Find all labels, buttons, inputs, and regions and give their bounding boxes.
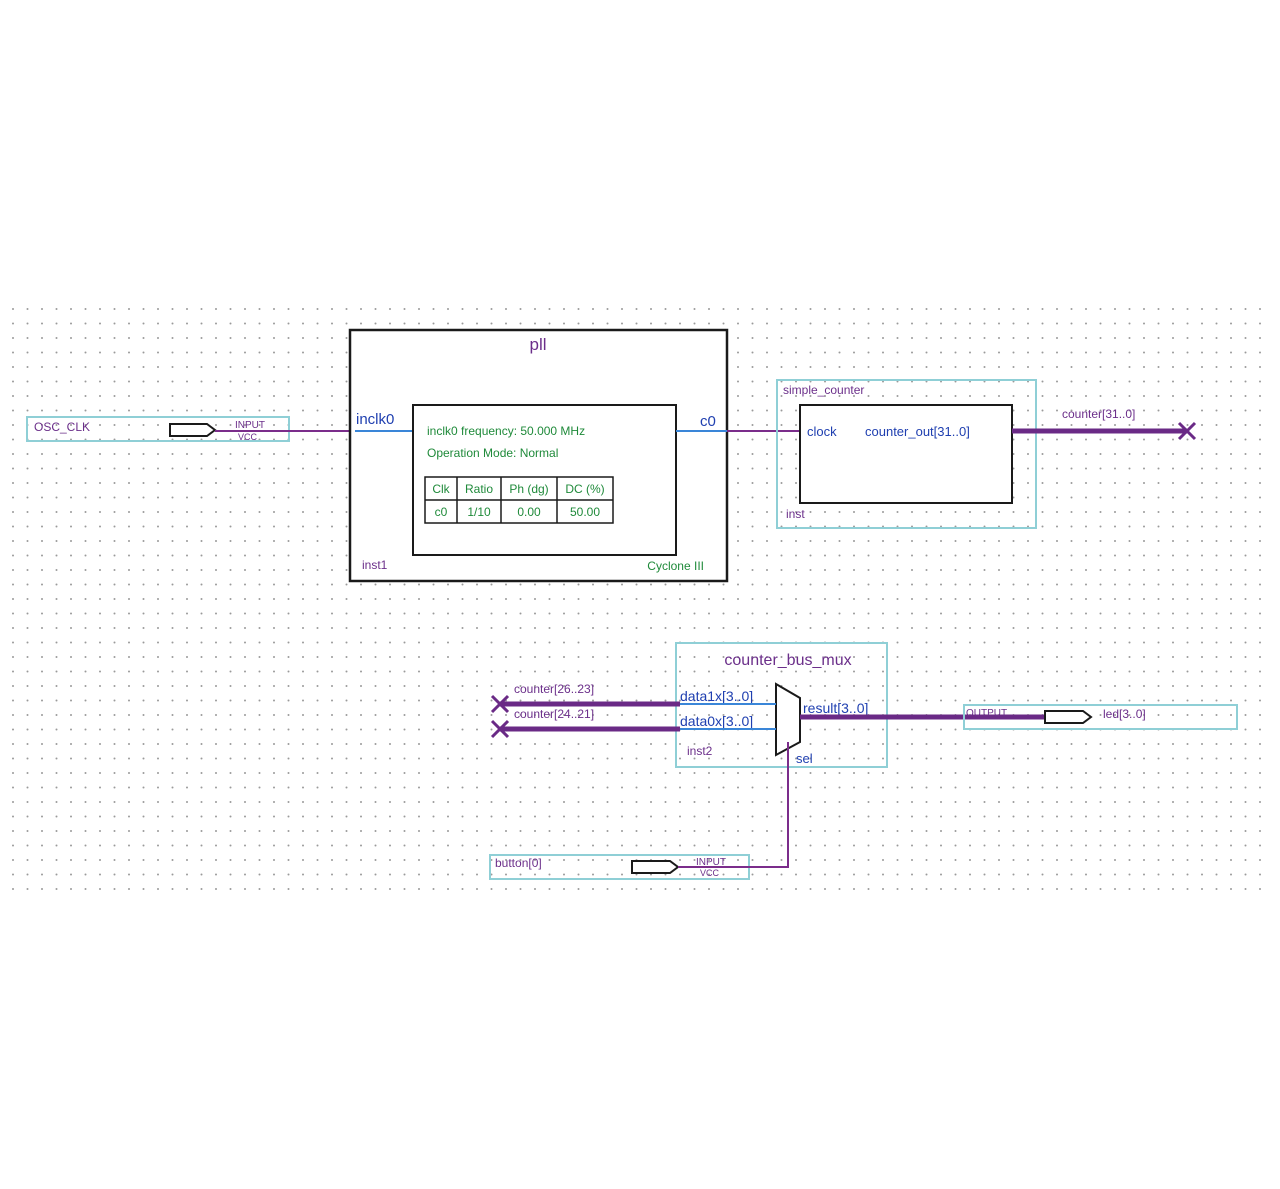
counter-bus-mux-block[interactable]: counter_bus_mux data1x[3..0] data0x[3..0…	[675, 642, 888, 768]
simple-counter-clock-port: clock	[807, 424, 837, 439]
pll-table-header-duty: DC (%)	[565, 482, 604, 496]
led-output-pin[interactable]: OUTPUT led[3..0]	[963, 704, 1238, 730]
mux-data1-net-label: counter[26..23]	[514, 682, 594, 696]
pll-inclk0-port-label: inclk0	[356, 411, 394, 428]
button-vcc-label: VCC	[700, 868, 720, 878]
osc-clk-type-label: INPUT	[235, 420, 265, 431]
pll-table-header-clk: Clk	[432, 482, 450, 496]
button-label: button[0]	[495, 856, 542, 870]
pll-mode-info: Operation Mode: Normal	[427, 446, 558, 460]
mux-data0-port: data0x[3..0]	[680, 713, 753, 729]
pll-block[interactable]: pll inclk0 inclk0 frequency: 50.000 MHz …	[348, 328, 729, 583]
pll-table-cell-duty: 50.00	[570, 505, 600, 519]
counter-net-label: counter[31..0]	[1062, 407, 1135, 421]
pll-parameter-table	[424, 476, 614, 524]
osc-clk-label: OSC_CLK	[34, 420, 90, 434]
led-label: led[3..0]	[1103, 707, 1146, 721]
pll-instance-label: inst1	[362, 558, 388, 572]
mux-data1-port: data1x[3..0]	[680, 688, 753, 704]
simple-counter-block[interactable]: simple_counter clock counter_out[31..0] …	[776, 379, 1037, 529]
pll-c0-port-label: c0	[700, 413, 716, 430]
input-arrow-icon	[169, 423, 217, 437]
mux-trapezoid-icon	[775, 682, 801, 757]
osc-clk-pin-outline	[26, 416, 290, 442]
led-pin-outline	[963, 704, 1238, 730]
pll-table-cell-phase: 0.00	[517, 505, 541, 519]
simple-counter-title: simple_counter	[783, 383, 864, 397]
pll-table-header-phase: Ph (dg)	[509, 482, 548, 496]
mux-sel-port: sel	[796, 751, 813, 766]
pll-table-cell-ratio: 1/10	[467, 505, 491, 519]
led-type-label: OUTPUT	[966, 708, 1007, 719]
output-arrow-icon	[1044, 710, 1093, 724]
mux-result-port: result[3..0]	[803, 700, 868, 716]
mux-data0-net-label: counter[24..21]	[514, 707, 594, 721]
bus-start-x-icon	[490, 694, 510, 714]
pll-device-label: Cyclone III	[647, 559, 704, 573]
simple-counter-box	[799, 404, 1013, 504]
osc-clk-vcc-label: VCC	[238, 432, 258, 442]
pll-title: pll	[529, 335, 546, 354]
pll-frequency-info: inclk0 frequency: 50.000 MHz	[427, 424, 585, 438]
simple-counter-output-port: counter_out[31..0]	[865, 424, 970, 439]
input-arrow-icon	[631, 860, 680, 874]
pll-table-header-ratio: Ratio	[465, 482, 493, 496]
wire-button-to-sel	[678, 742, 789, 868]
button-type-label: INPUT	[696, 857, 726, 868]
osc-clk-input-pin[interactable]: OSC_CLK INPUT VCC	[26, 416, 290, 442]
bus-start-x-icon	[490, 719, 510, 739]
mux-instance-label: inst2	[687, 744, 713, 758]
simple-counter-outline	[776, 379, 1037, 529]
pll-table-cell-clk: c0	[435, 505, 448, 519]
simple-counter-instance-label: inst	[786, 507, 805, 521]
bus-end-x-icon	[1177, 421, 1197, 441]
mux-title: counter_bus_mux	[724, 652, 851, 669]
